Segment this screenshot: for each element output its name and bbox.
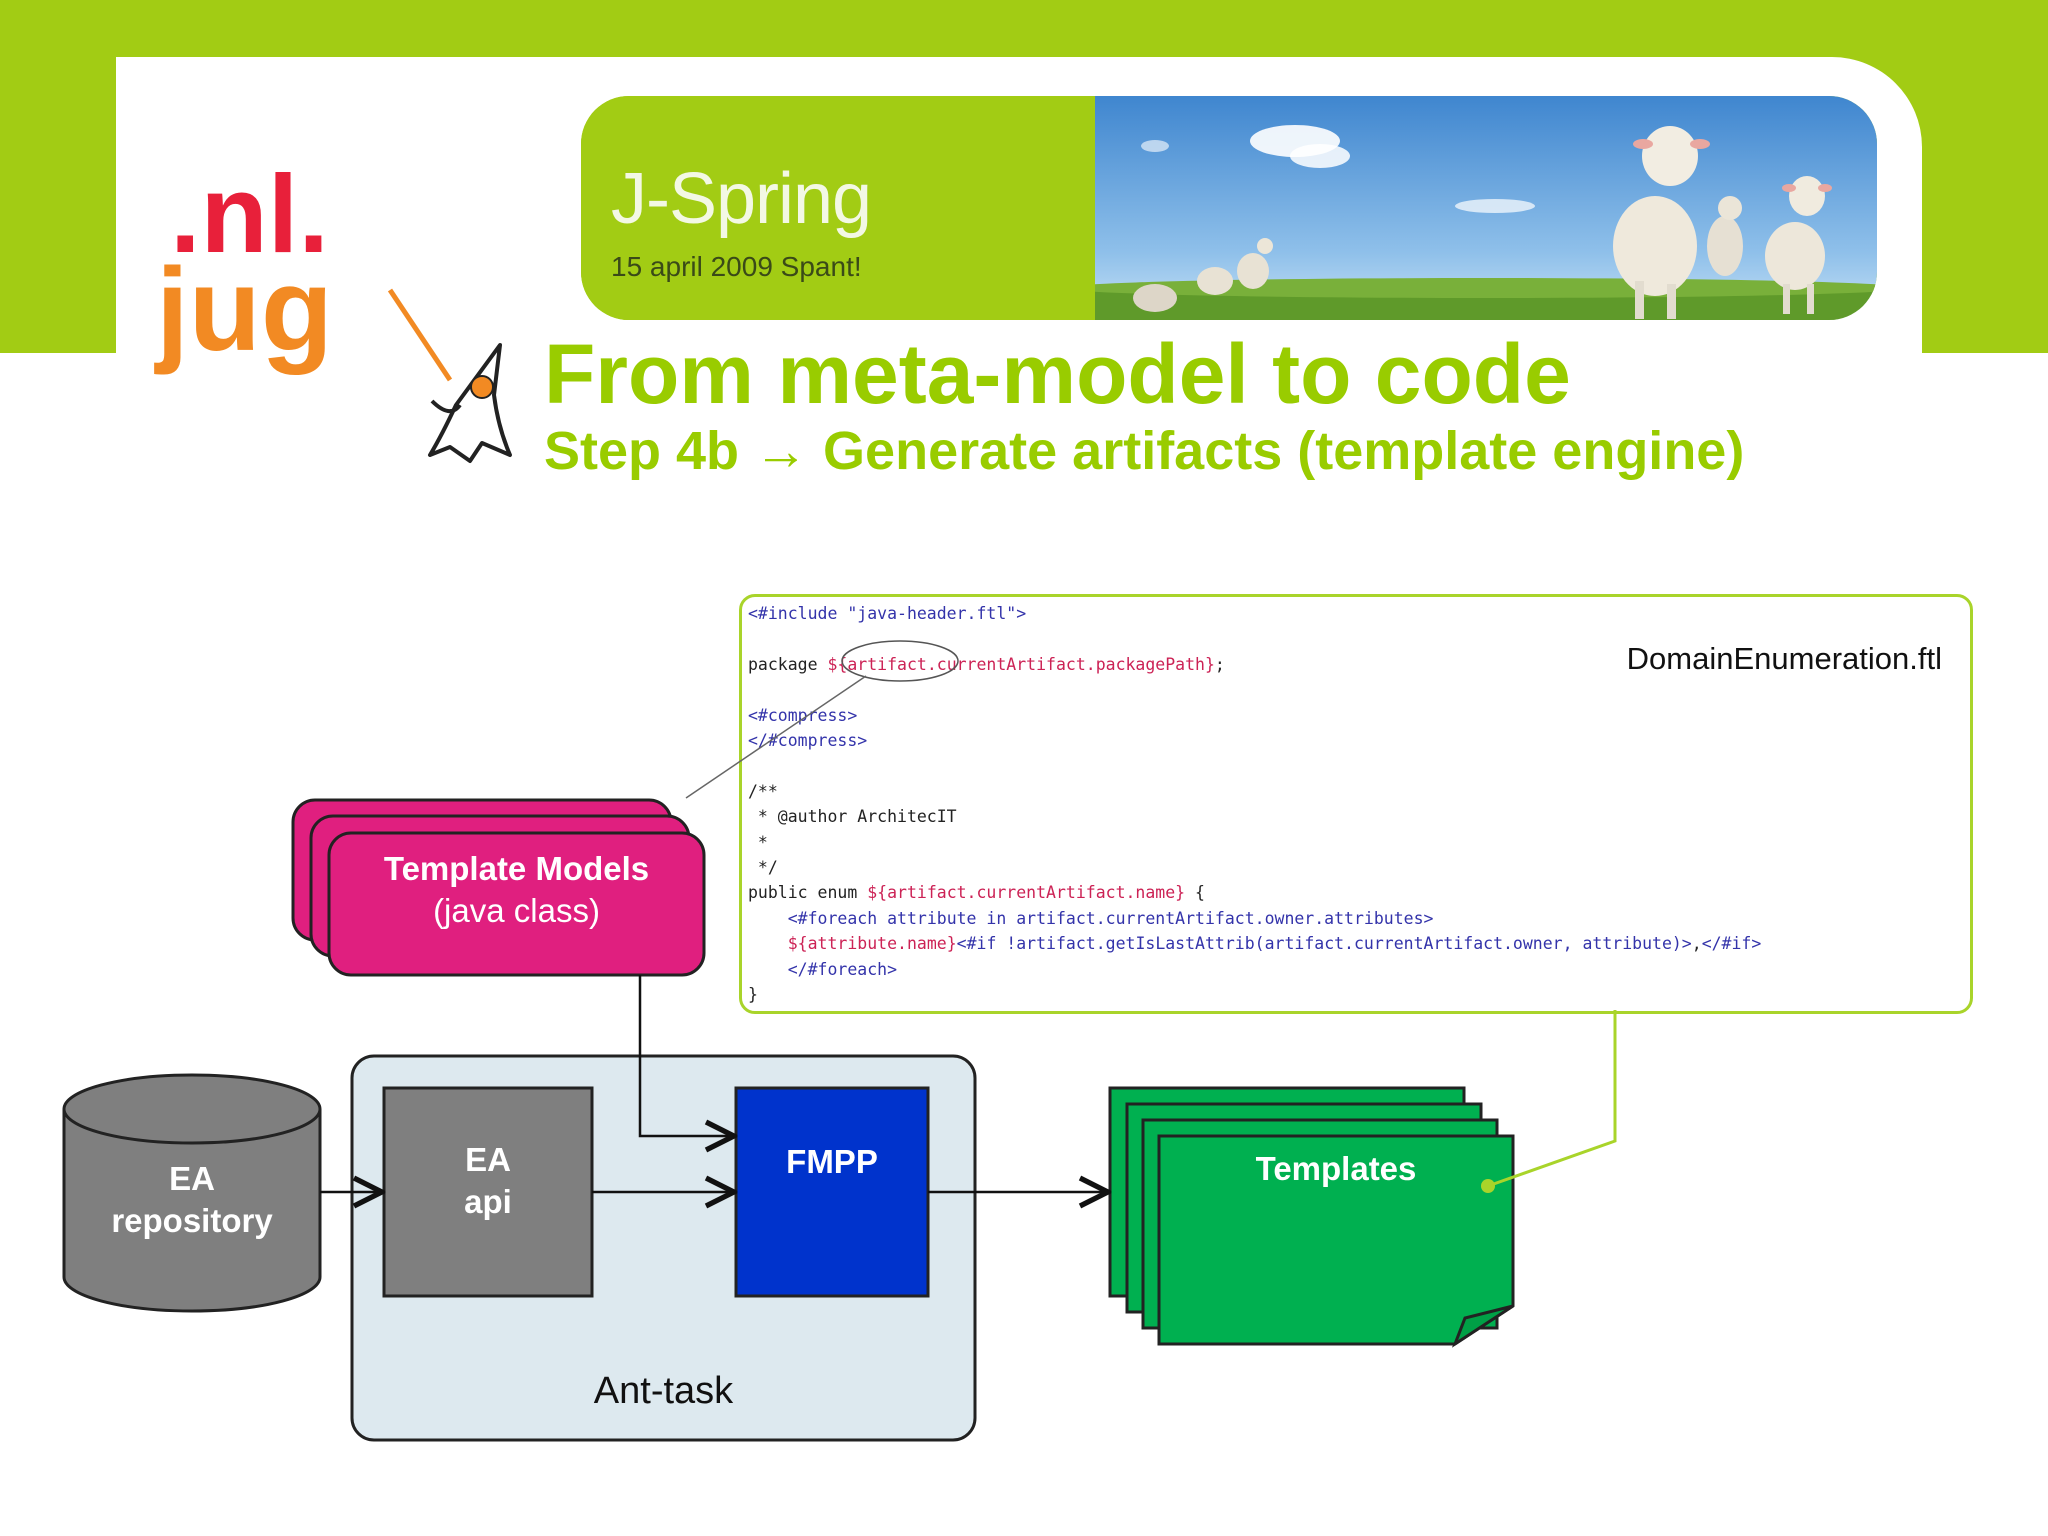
lambs-photo — [1095, 96, 1877, 320]
slide-title: From meta-model to code — [544, 327, 1571, 421]
code-line: public enum ${artifact.currentArtifact.n… — [748, 883, 1205, 903]
templates-label: Templates — [1255, 1150, 1417, 1187]
code-filename: DomainEnumeration.ftl — [1626, 641, 1942, 676]
code-line — [748, 753, 1761, 778]
code-line: <#compress> — [748, 705, 858, 725]
ant-task-label: Ant-task — [593, 1370, 734, 1412]
wand-icon — [387, 288, 453, 382]
code-line: */ — [748, 858, 778, 878]
code-line: } — [748, 985, 758, 1005]
nljug-logo: .nl. jug — [154, 153, 453, 382]
logo-nl-text: .nl. — [170, 153, 329, 276]
code-line: </#foreach> — [787, 959, 898, 979]
ea-repository-label-2: repository — [111, 1202, 273, 1239]
code-line — [748, 677, 1761, 702]
event-subtitle: 15 april 2009 Spant! — [611, 251, 862, 282]
slide-subtitle: Step 4b → Generate artifacts (template e… — [544, 421, 1745, 481]
logo-jug-text: jug — [154, 244, 333, 376]
code-line: <#include "java-header.ftl"> — [748, 604, 1027, 623]
code-line: package ${artifact.currentArtifact.packa… — [748, 654, 1225, 674]
code-line: * @author ArchitecIT — [748, 807, 957, 827]
event-banner: J-Spring 15 april 2009 Spant! — [581, 96, 1877, 320]
banner-text-area: J-Spring 15 april 2009 Spant! — [581, 96, 1095, 320]
template-models-title: Template Models — [383, 850, 650, 887]
code-sample-panel: <#include "java-header.ftl"> package ${a… — [739, 594, 1973, 1014]
event-title: J-Spring — [611, 159, 872, 239]
fmpp-label: FMPP — [786, 1143, 878, 1180]
ea-api-label-2: api — [464, 1183, 512, 1220]
code-listing: <#include "java-header.ftl"> package ${a… — [748, 601, 1761, 1008]
duke-mascot-icon — [428, 343, 512, 463]
code-line: ${attribute.name}<#if !artifact.getIsLas… — [787, 934, 1762, 954]
ea-api-label-1: EA — [465, 1141, 511, 1178]
ea-repository-label-1: EA — [169, 1160, 215, 1197]
code-line: * — [748, 832, 768, 852]
code-line: </#compress> — [748, 731, 868, 751]
code-line: <#foreach attribute in artifact.currentA… — [787, 908, 1434, 928]
code-line: /** — [748, 781, 778, 801]
code-line — [748, 626, 1761, 651]
template-models-subtitle: (java class) — [433, 892, 600, 929]
